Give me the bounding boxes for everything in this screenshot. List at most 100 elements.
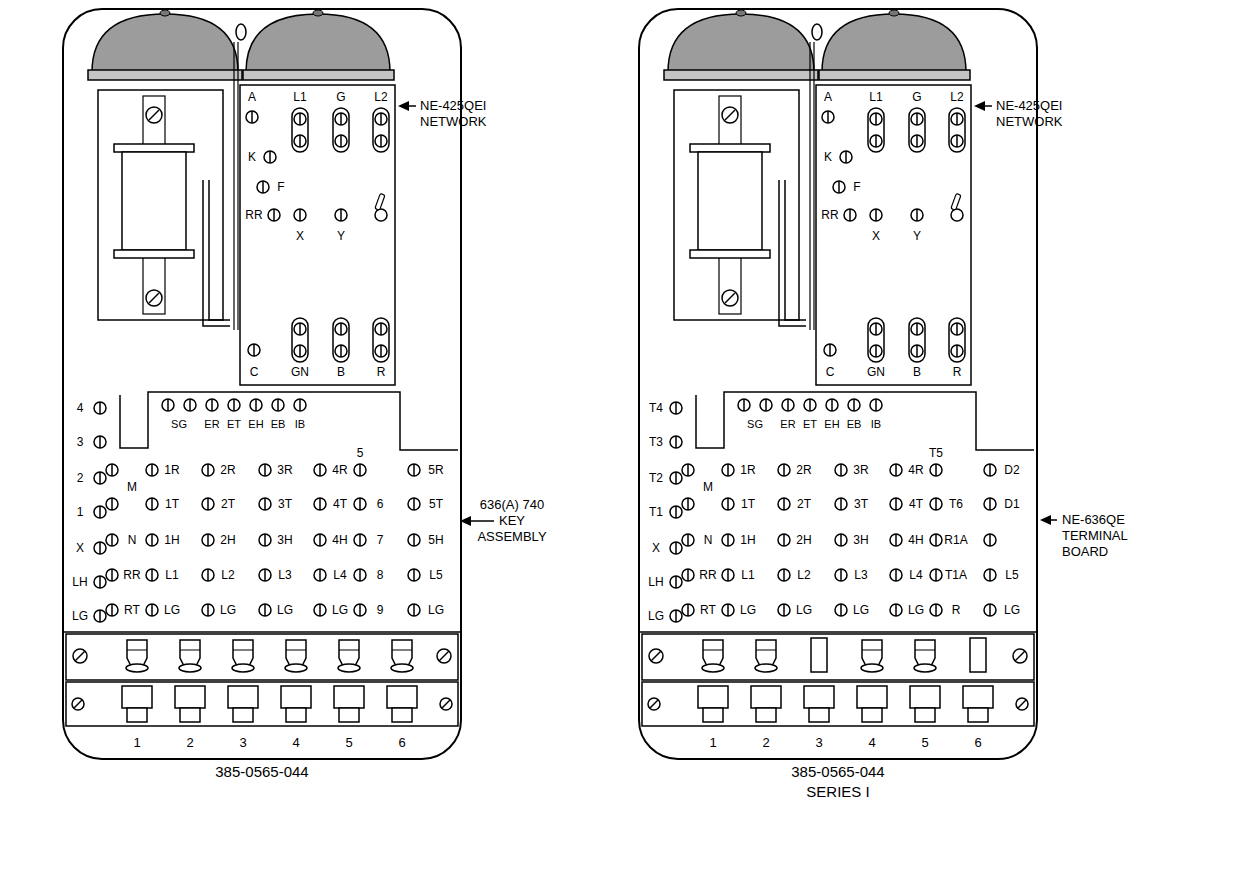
terminal-screw — [822, 111, 834, 123]
terminal-screw — [250, 399, 262, 411]
terminal-label: R — [953, 366, 962, 378]
terminal-label: 2T — [797, 498, 811, 510]
terminal-label: T1 — [649, 506, 663, 518]
terminal-label: N — [704, 534, 713, 546]
terminal-label: L1 — [741, 569, 754, 581]
terminal-label: X — [296, 230, 304, 242]
terminal-screw — [259, 498, 271, 510]
terminal-label: R1A — [944, 534, 967, 546]
terminal-screw — [778, 464, 790, 476]
terminal-label: F — [853, 181, 860, 193]
terminal-screw — [870, 323, 882, 335]
terminal-label: IB — [295, 419, 305, 430]
terminal-screw — [272, 399, 284, 411]
terminal-label: 2T — [221, 498, 235, 510]
terminal-screw — [778, 534, 790, 546]
terminal-screw — [354, 534, 366, 546]
terminal-label: L4 — [909, 569, 922, 581]
key-number: 5 — [345, 736, 352, 749]
terminal-screw — [294, 345, 306, 357]
terminal-label: 1T — [165, 498, 179, 510]
terminal-screw — [890, 534, 902, 546]
terminal-label: T1A — [945, 569, 967, 581]
terminal-screw — [94, 436, 106, 448]
terminal-screw — [826, 399, 838, 411]
terminal-label: M — [127, 481, 137, 493]
terminal-label: L1 — [293, 91, 306, 103]
terminal-label: RT — [700, 604, 716, 616]
terminal-strap — [949, 318, 965, 362]
terminal-label: LG — [332, 604, 348, 616]
terminal-label: 5 — [357, 447, 364, 459]
terminal-label: LG — [164, 604, 180, 616]
terminal-screw — [778, 604, 790, 616]
terminal-screw — [984, 604, 996, 616]
terminal-label: 2R — [796, 464, 811, 476]
terminal-screw — [354, 498, 366, 510]
terminal-label: SG — [747, 419, 763, 430]
terminal-screw — [408, 498, 420, 510]
key-number: 1 — [709, 736, 716, 749]
terminal-screw — [375, 135, 387, 147]
terminal-screw — [870, 399, 882, 411]
terminal-label: L5 — [1005, 569, 1018, 581]
terminal-label: 2 — [77, 472, 84, 484]
part-number-caption: 385-0565-044 SERIES I — [763, 762, 913, 802]
terminal-strap — [868, 108, 884, 152]
key-number: 6 — [974, 736, 981, 749]
terminal-strap — [868, 318, 884, 362]
terminal-label: LH — [648, 576, 663, 588]
terminal-label: C — [826, 366, 835, 378]
terminal-screw — [294, 135, 306, 147]
terminal-screw — [206, 399, 218, 411]
terminal-strap — [909, 318, 925, 362]
terminal-screw — [314, 569, 326, 581]
terminal-label: GN — [291, 366, 309, 378]
terminal-label: LG — [277, 604, 293, 616]
terminal-screw — [408, 534, 420, 546]
terminal-screw — [833, 181, 845, 193]
terminal-label: RR — [699, 569, 716, 581]
terminal-strap — [333, 318, 349, 362]
terminal-label: F — [277, 181, 284, 193]
terminal-label: L2 — [797, 569, 810, 581]
terminal-screw — [890, 604, 902, 616]
terminal-label: 5T — [429, 498, 443, 510]
terminal-screw — [335, 113, 347, 125]
terminal-screw — [146, 498, 158, 510]
terminal-screw — [682, 534, 694, 546]
terminal-screw — [146, 604, 158, 616]
terminal-label: LG — [740, 604, 756, 616]
terminal-label: 9 — [377, 604, 384, 616]
terminal-label: RR — [245, 209, 262, 221]
terminal-label: LG — [853, 604, 869, 616]
terminal-screw — [314, 534, 326, 546]
terminal-screw — [146, 464, 158, 476]
terminal-screw — [890, 569, 902, 581]
terminal-screw — [335, 323, 347, 335]
terminal-label: N — [128, 534, 137, 546]
terminal-screw — [911, 323, 923, 335]
terminal-screw — [930, 464, 942, 476]
terminal-screw — [722, 464, 734, 476]
terminal-label: Y — [337, 230, 345, 242]
terminal-screw — [835, 604, 847, 616]
terminal-label: 5H — [428, 534, 443, 546]
terminal-strap — [292, 108, 308, 152]
terminal-screw — [844, 209, 856, 221]
terminal-screw — [840, 151, 852, 163]
terminal-screw — [94, 542, 106, 554]
right-key-plungers — [702, 638, 986, 672]
terminal-label: 1R — [164, 464, 179, 476]
terminal-label: T5 — [929, 447, 943, 459]
terminal-screw — [870, 345, 882, 357]
terminal-label: B — [913, 366, 921, 378]
terminal-screw — [911, 135, 923, 147]
terminal-label: X — [872, 230, 880, 242]
terminal-strap — [292, 318, 308, 362]
terminal-label: IB — [871, 419, 881, 430]
callout-label: NE-425QEI NETWORK — [420, 98, 504, 130]
terminal-label: 1H — [164, 534, 179, 546]
terminal-screw — [94, 506, 106, 518]
terminal-screw — [408, 569, 420, 581]
